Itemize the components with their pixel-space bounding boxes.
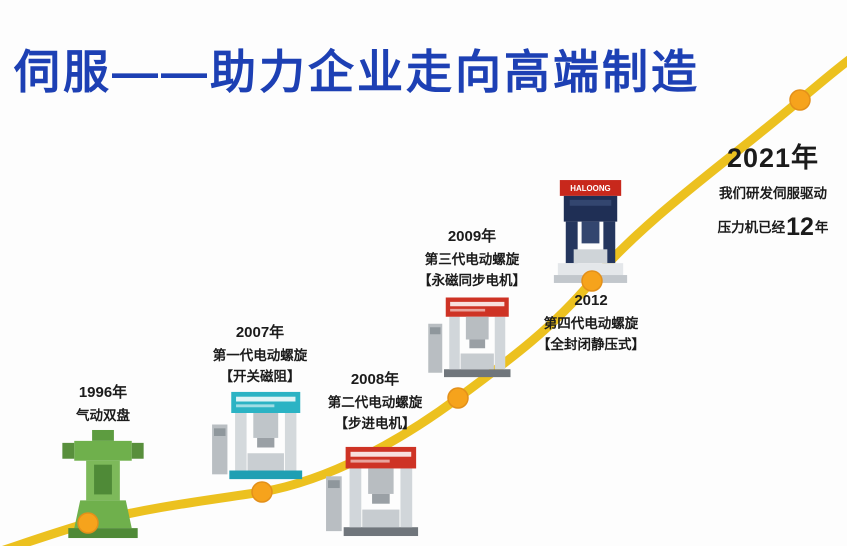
page-title: 伺服——助力企业走向高端制造 (14, 46, 700, 98)
milestone-year: 2007年 (235, 324, 285, 341)
milestone-sublabel: 【全封闭静压式】 (537, 337, 645, 353)
press-machine-2012-illustration: HALOONG (553, 180, 628, 283)
milestone-year: 2021年 (726, 143, 820, 173)
milestone-year: 2009年 (447, 228, 497, 245)
milestone-sublabel-suffix: 年 (814, 220, 829, 236)
press-machine-2009-illustration (428, 297, 511, 377)
milestone-2012: HALOONG 2012 第四代电动螺旋 【全封闭静压式】 (528, 180, 654, 354)
milestone-1996: 1996年 气动双盘 (44, 384, 162, 542)
timeline-dot-2009 (447, 387, 469, 409)
milestone-2007: 2007年 第一代电动螺旋 【开关磁阻】 (198, 324, 322, 482)
milestone-year: 2008年 (350, 371, 400, 388)
milestone-label: 气动双盘 (76, 407, 130, 423)
milestone-label: 第一代电动螺旋 (212, 347, 308, 363)
milestone-2021: 2021年 我们研发伺服驱动 压力机已经12年 (698, 142, 847, 244)
milestone-2009: 2009年 第三代电动螺旋 【永磁同步电机】 (416, 228, 528, 378)
timeline-dot-2008 (251, 481, 273, 503)
milestone-sublabel: 【步进电机】 (334, 416, 416, 432)
milestone-sublabel: 【开关磁阻】 (219, 369, 301, 385)
milestone-years-count: 12 (786, 213, 814, 242)
milestone-year: 2012 (574, 292, 608, 309)
milestone-year: 1996年 (78, 384, 128, 401)
milestone-label: 第二代电动螺旋 (327, 394, 423, 410)
milestone-label: 第四代电动螺旋 (543, 315, 639, 331)
milestone-sublabel-prefix: 压力机已经 (717, 220, 786, 236)
milestone-sublabel: 压力机已经12年 (698, 211, 847, 244)
machine-brand-label: HALOONG (570, 184, 610, 193)
press-machine-2007-illustration (212, 391, 303, 479)
milestone-label: 第三代电动螺旋 (424, 251, 520, 267)
press-machine-1996-illustration (62, 430, 144, 539)
milestone-label: 我们研发伺服驱动 (719, 185, 827, 201)
press-machine-2008-illustration (326, 446, 419, 536)
milestone-2008: 2008年 第二代电动螺旋 【步进电机】 (318, 371, 432, 537)
milestone-sublabel: 【永磁同步电机】 (418, 273, 526, 289)
